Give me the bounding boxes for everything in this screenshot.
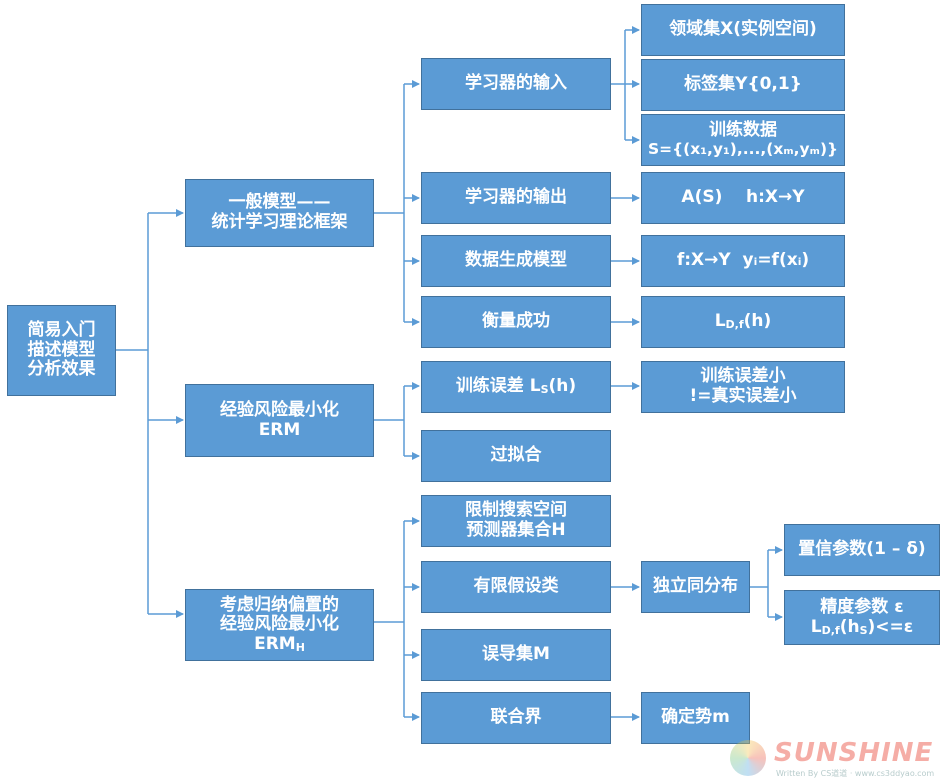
- determine-m-label: 确定势m: [661, 707, 730, 728]
- iid-label: 独立同分布: [653, 576, 738, 597]
- loss-subscript: D,f: [725, 318, 744, 332]
- overfit-label: 过拟合: [490, 445, 542, 466]
- erm-node: 经验风险最小化 ERM: [185, 384, 374, 457]
- erm-h-node: 考虑归纳偏置的 经验风险最小化 ERMH: [185, 589, 374, 661]
- restrict-space-line-1: 限制搜索空间: [465, 500, 567, 521]
- general-model-node: 一般模型—— 统计学习理论框架: [185, 179, 374, 247]
- erm-line-2: ERM: [258, 419, 301, 440]
- train-error-text: 训练误差 L: [455, 376, 541, 397]
- measure-success-label: 衡量成功: [482, 311, 550, 332]
- overfit-node: 过拟合: [421, 430, 611, 482]
- finite-hyp-label: 有限假设类: [473, 576, 559, 597]
- gen-value-node: f:X→Y yᵢ=f(xᵢ): [641, 235, 845, 287]
- gen-value-label: f:X→Y yᵢ=f(xᵢ): [676, 250, 810, 271]
- output-value-label: A(S) h:X→Y: [681, 187, 805, 208]
- erm-line-1: 经验风险最小化: [220, 399, 339, 420]
- loss-h: (h): [743, 311, 772, 332]
- general-model-line-2: 统计学习理论框架: [211, 212, 348, 232]
- restrict-space-line-2: 预测器集合H: [466, 520, 566, 540]
- accuracy-end: )<=ε: [867, 616, 914, 637]
- train-error-note-node: 训练误差小 !=真实误差小: [641, 361, 845, 413]
- accuracy-subscript-1: D,f: [821, 623, 840, 637]
- train-error-h: (h): [548, 376, 577, 397]
- confidence-label: 置信参数(1 – δ): [798, 539, 926, 560]
- learner-output-node: 学习器的输出: [421, 172, 611, 224]
- union-bound-node: 联合界: [421, 692, 611, 744]
- erm-h-line-2: 经验风险最小化: [220, 614, 339, 635]
- output-value-node: A(S) h:X→Y: [641, 172, 845, 224]
- erm-h-subscript: H: [295, 640, 305, 654]
- watermark-caption: Written By CS道道 · www.cs3ddyao.com: [776, 769, 935, 778]
- accuracy-formula: LD,f(hS)<=ε: [810, 616, 914, 638]
- erm-h-line-3: ERMH: [254, 633, 305, 655]
- learner-input-node: 学习器的输入: [421, 58, 611, 110]
- label-set-label: 标签集Y{0,1}: [684, 74, 802, 95]
- train-error-node: 训练误差 LS(h): [421, 361, 611, 413]
- misleading-label: 误导集M: [482, 644, 550, 665]
- learner-output-label: 学习器的输出: [465, 187, 567, 208]
- misleading-node: 误导集M: [421, 629, 611, 681]
- data-gen-label: 数据生成模型: [465, 250, 567, 271]
- erm-h-line-1: 考虑归纳偏置的: [220, 594, 339, 615]
- train-error-label: 训练误差 LS(h): [455, 376, 577, 397]
- general-model-line-1: 一般模型——: [228, 192, 331, 213]
- determine-m-node: 确定势m: [641, 692, 750, 744]
- root-line-2: 描述模型: [27, 339, 96, 360]
- label-set-node: 标签集Y{0,1}: [641, 59, 845, 111]
- accuracy-subscript-2: S: [859, 623, 868, 637]
- domain-set-label: 领域集X(实例空间): [669, 19, 817, 40]
- union-bound-label: 联合界: [490, 707, 542, 728]
- train-error-subscript: S: [540, 383, 549, 397]
- iid-node: 独立同分布: [641, 561, 750, 613]
- restrict-space-node: 限制搜索空间 预测器集合H: [421, 495, 611, 547]
- train-data-formula: S={(x₁,y₁),...,(xₘ,yₘ)}: [647, 139, 839, 158]
- accuracy-mid: (h: [839, 616, 860, 637]
- watermark-logo-icon: [730, 740, 766, 776]
- loss-label: LD,f(h): [714, 311, 772, 332]
- learner-input-label: 学习器的输入: [465, 73, 567, 94]
- root-line-1: 简易入门: [27, 320, 96, 341]
- accuracy-node: 精度参数 ε LD,f(hS)<=ε: [784, 590, 940, 645]
- accuracy-title: 精度参数 ε: [820, 596, 904, 617]
- watermark: SUNSHINE Written By CS道道 · www.cs3ddyao.…: [730, 738, 940, 780]
- finite-hyp-node: 有限假设类: [421, 561, 611, 613]
- train-error-note-line-1: 训练误差小: [700, 366, 786, 387]
- loss-node: LD,f(h): [641, 296, 845, 348]
- watermark-brand: SUNSHINE: [774, 738, 934, 768]
- train-data-title: 训练数据: [709, 120, 777, 141]
- train-error-note-line-2: !=真实误差小: [689, 386, 797, 406]
- domain-set-node: 领域集X(实例空间): [641, 4, 845, 56]
- root-line-3: 分析效果: [27, 359, 96, 380]
- data-gen-node: 数据生成模型: [421, 235, 611, 287]
- loss-L: L: [714, 311, 726, 332]
- erm-h-text: ERM: [254, 633, 296, 654]
- accuracy-L: L: [810, 616, 822, 637]
- confidence-node: 置信参数(1 – δ): [784, 524, 940, 576]
- root-node: 简易入门 描述模型 分析效果: [7, 305, 116, 396]
- measure-success-node: 衡量成功: [421, 296, 611, 348]
- train-data-node: 训练数据 S={(x₁,y₁),...,(xₘ,yₘ)}: [641, 114, 845, 166]
